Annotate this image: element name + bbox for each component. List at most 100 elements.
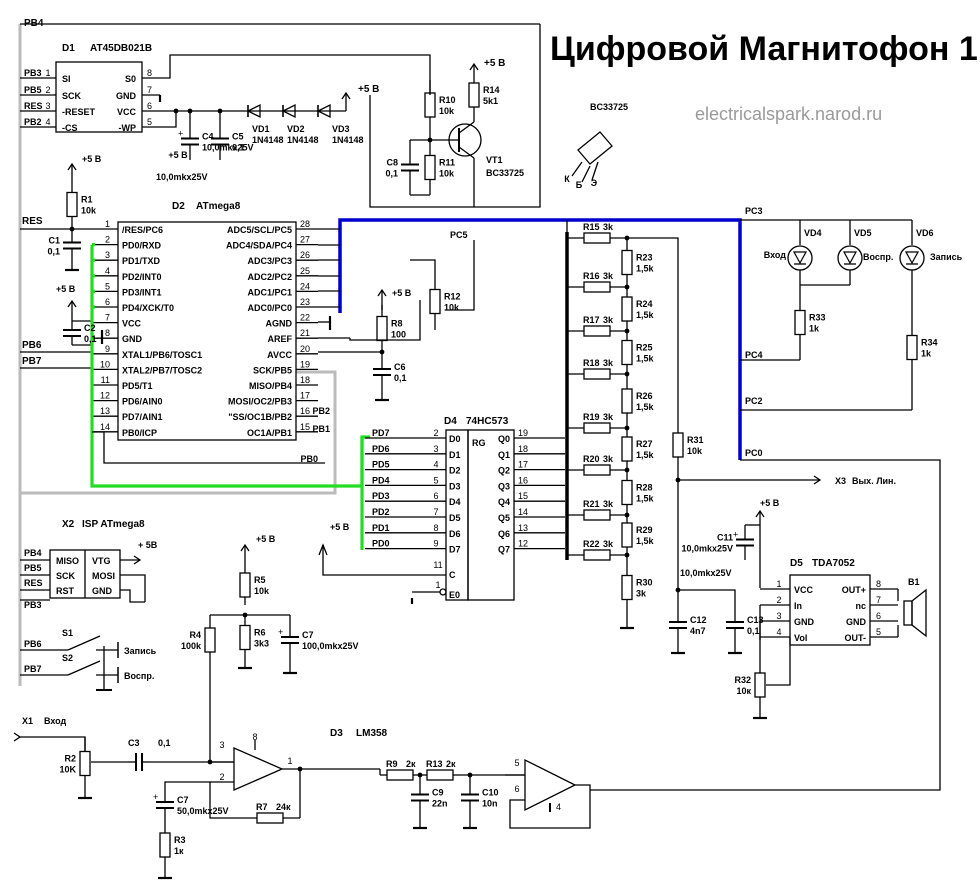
resistor-ref: R26 xyxy=(636,391,653,401)
chip-d5 xyxy=(789,574,871,646)
capacitor-value: 0,1 xyxy=(47,247,60,257)
opamp-pin: 5 xyxy=(514,758,519,768)
opamp-pin: 3 xyxy=(219,740,224,750)
d2-pin-left: GND xyxy=(122,334,143,344)
junction-dot xyxy=(417,772,423,778)
c11-value-lower: 10,0mkx25V xyxy=(680,568,732,578)
d5-pin-num: 1 xyxy=(776,579,781,589)
wires xyxy=(13,23,941,880)
d5-pin-left: GND xyxy=(794,617,815,627)
d4-pin-q: Q2 xyxy=(498,466,510,476)
resistor-ref: R9 xyxy=(386,759,398,769)
resistor-ref: R2 xyxy=(64,754,76,764)
d2-pin-num: 6 xyxy=(105,297,110,307)
resistor-value: 3k xyxy=(603,358,614,368)
d5-pin-right: OUT- xyxy=(845,633,867,643)
d4-pin-q: Q3 xyxy=(498,481,510,491)
resistor xyxy=(754,672,766,698)
supply-label: +5 В xyxy=(168,150,188,160)
net-pb0: PB0 xyxy=(300,454,318,464)
d2-pin-num: 18 xyxy=(300,375,310,385)
switch-label: Воспр. xyxy=(124,671,154,681)
resistor xyxy=(906,334,918,361)
d2-pin-left: PD2/INT0 xyxy=(122,272,162,282)
d2-pin-num: 3 xyxy=(105,250,110,260)
isp-pin-left: RST xyxy=(56,586,75,596)
wire xyxy=(67,299,77,308)
transistor-vt1 xyxy=(448,123,482,157)
d2-pin-left: PB0/ICP xyxy=(122,428,157,438)
resistor xyxy=(204,627,216,653)
resistor-ref: R29 xyxy=(636,525,653,535)
d4-net: PD6 xyxy=(372,444,390,454)
led xyxy=(837,245,863,271)
wire xyxy=(369,95,541,208)
resistor xyxy=(583,325,611,337)
d4-pin-num: 19 xyxy=(518,428,528,438)
d4-net: PD5 xyxy=(372,460,390,470)
labels: Цифровой Магнитофон 1.00electricalspark.… xyxy=(22,18,980,856)
d2-pin-num: 20 xyxy=(300,344,310,354)
led-triangle xyxy=(842,251,858,265)
isp-ref: X2 xyxy=(62,519,75,530)
d2-pin-num: 2 xyxy=(105,235,110,245)
wire xyxy=(20,736,86,752)
d2-pin-num: 23 xyxy=(300,297,310,307)
resistor-value: 3k xyxy=(603,222,614,232)
capacitor-ref: C8 xyxy=(386,158,398,168)
resistor-ref: R6 xyxy=(254,628,266,638)
resistor-value: 10k xyxy=(439,106,455,116)
wire xyxy=(509,784,591,829)
opamp-pin: 6 xyxy=(514,784,519,794)
d4-pin-d: D6 xyxy=(449,529,461,539)
chip-d3-ref: D3 xyxy=(330,728,343,739)
resistor-value: 3k xyxy=(636,589,647,599)
d2-pin-right: MISO/PB4 xyxy=(249,381,292,391)
isp-pin-left: SCK xyxy=(56,571,76,581)
wire xyxy=(164,781,210,790)
vt1-pin-b: Б xyxy=(576,180,583,190)
d5-pin-num: 4 xyxy=(776,627,781,637)
d2-pin-num: 28 xyxy=(300,219,310,229)
d4-pin-num: 8 xyxy=(433,523,438,533)
resistor-value: 10k xyxy=(687,446,703,456)
d5-pin-num: 2 xyxy=(776,595,781,605)
capacitor-ref: C4 xyxy=(202,132,214,142)
d2-pin-right: ADC4/SDA/PC4 xyxy=(226,241,292,251)
resistor-value: 1k xyxy=(809,324,820,334)
resistor-value: 3k xyxy=(603,539,614,549)
d4-pin-c: C xyxy=(449,570,456,580)
switch-net: PB7 xyxy=(24,664,42,674)
d4-pin-num: 9 xyxy=(433,539,438,549)
d4-pin-d: D4 xyxy=(449,497,461,507)
d2-pin-num: 16 xyxy=(300,406,310,416)
chip-d1-part: AT45DB021B xyxy=(90,43,152,54)
resistor-ref: R23 xyxy=(636,253,653,263)
d4-pin-e0: E0 xyxy=(449,590,460,600)
resistor xyxy=(79,750,91,777)
net-pc5: PC5 xyxy=(450,230,468,240)
wire xyxy=(469,62,479,71)
resistor-ref: R27 xyxy=(636,439,653,449)
net-pb6: PB6 xyxy=(22,340,42,351)
vt1-pin-e: Э xyxy=(591,178,598,188)
net-pc4: PC4 xyxy=(745,350,763,360)
capacitor-ref: C11 xyxy=(717,533,733,543)
d2-pin-num: 13 xyxy=(100,406,110,416)
d2-pin-num: 11 xyxy=(101,375,110,385)
resistor xyxy=(794,309,806,336)
opamp-pin: 4 xyxy=(556,802,561,812)
switch-label: Запись xyxy=(124,646,157,656)
isp-net: PB4 xyxy=(24,548,42,558)
d2-pin-right: ADC2/PC2 xyxy=(247,272,292,282)
capacitor-ref: C7 xyxy=(177,795,189,805)
d4-pin-d: D0 xyxy=(449,434,461,444)
resistor xyxy=(583,232,611,244)
net-pc0: PC0 xyxy=(745,448,763,458)
wire xyxy=(67,162,77,171)
wire xyxy=(571,161,583,177)
d2-pin-num: 4 xyxy=(105,266,110,276)
led xyxy=(787,245,813,271)
net-pb4: PB4 xyxy=(24,18,44,29)
d4-net: PD2 xyxy=(372,507,390,517)
